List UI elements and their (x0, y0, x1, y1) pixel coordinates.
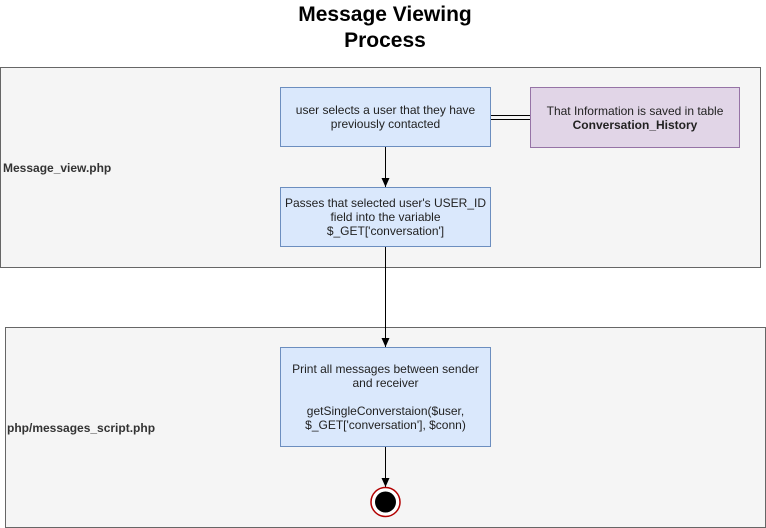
diagram-title: Message Viewing Process (0, 2, 766, 54)
saved-info-line-1: That Information is saved in table (546, 103, 724, 118)
lane-label-messages-script: php/messages_script.php (7, 421, 156, 435)
title-line-1: Message Viewing (298, 3, 472, 26)
print-messages-line-1: Print all messages between sender (292, 362, 479, 376)
pass-id-line-3: $_GET['conversation'] (326, 224, 445, 238)
select-user-line-2: previously contacted (330, 117, 441, 131)
end-node (370, 486, 401, 518)
note-saved-info: That Information is saved in table Conve… (530, 87, 740, 148)
print-messages-spacer (292, 390, 479, 404)
pass-id-line-1: Passes that selected user's USER_ID (284, 196, 487, 210)
process-select-user: user selects a user that they have previ… (280, 87, 491, 147)
title-line-2: Process (344, 29, 426, 52)
print-messages-line-4: $_GET['conversation'], $conn) (305, 418, 466, 432)
process-pass-user-id: Passes that selected user's USER_ID fiel… (280, 187, 491, 247)
select-user-line-1: user selects a user that they have (295, 103, 476, 117)
process-print-messages: Print all messages between sender and re… (280, 347, 491, 447)
link-select-to-saved (491, 115, 530, 120)
saved-info-table-name: Conversation_History (572, 117, 698, 132)
lane-label-message-view: Message_view.php (3, 161, 112, 175)
pass-id-line-2: field into the variable (330, 210, 441, 224)
print-messages-line-3: getSingleConverstaion($user, (306, 404, 465, 418)
print-messages-line-2: and receiver (352, 376, 419, 390)
